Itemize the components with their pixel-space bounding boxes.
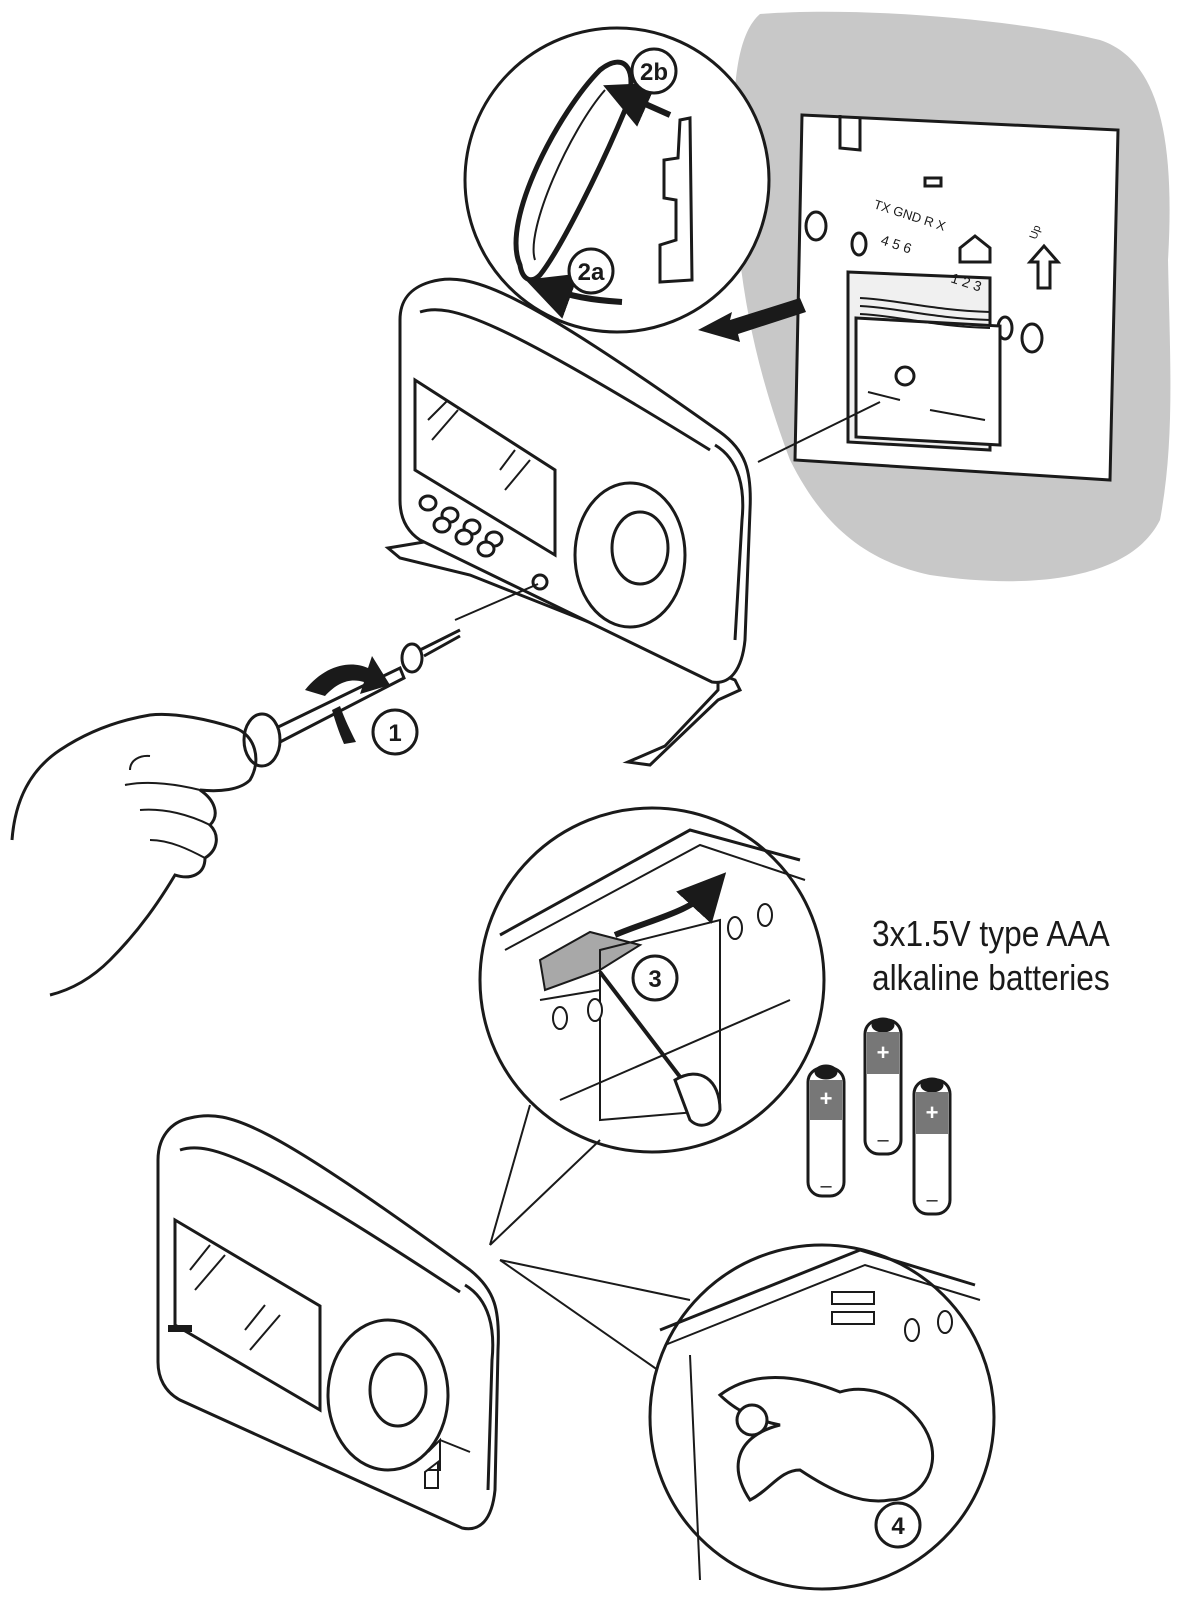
callout-wedge-3	[489, 1104, 601, 1246]
battery-caption: 3x1.5V type AAA alkaline batteries	[872, 912, 1136, 1000]
rotate-arrow-icon	[305, 656, 390, 744]
battery-bands	[810, 1032, 948, 1134]
svg-text:–: –	[877, 1129, 889, 1151]
step-3-label: 3	[648, 966, 661, 993]
direction-arrow-icon	[698, 298, 806, 342]
battery-caption-line1: 3x1.5V type AAA	[872, 913, 1110, 954]
screw-guide-line	[454, 583, 539, 621]
step-4-label: 4	[891, 1513, 905, 1540]
up-label: Up	[1028, 224, 1044, 241]
step-2b-label: 2b	[640, 59, 668, 86]
thermostat-on-stand	[384, 277, 752, 767]
battery-caption-line2: alkaline batteries	[872, 957, 1110, 998]
hand-icon	[10, 712, 258, 997]
svg-text:+: +	[926, 1100, 939, 1125]
inset-circle-4: 4	[648, 1243, 996, 1591]
callout-wedge-4	[499, 1259, 691, 1376]
connector-line	[757, 401, 881, 463]
screw-icon	[400, 628, 461, 674]
svg-text:+: +	[877, 1040, 890, 1065]
step-1-label: 1	[388, 720, 401, 747]
house-icon	[958, 234, 992, 264]
inset-circle-3: 3	[478, 806, 826, 1154]
inset-circle-2: 2b 2a	[463, 26, 771, 334]
svg-text:–: –	[926, 1189, 938, 1211]
svg-text:+: +	[820, 1086, 833, 1111]
svg-text:–: –	[820, 1175, 832, 1197]
battery-minus-labels: – – –	[820, 1129, 938, 1211]
hand-detail	[124, 754, 211, 859]
battery-polarity-labels: + + +	[820, 1040, 939, 1125]
thermostat-front	[156, 1114, 500, 1531]
up-arrow-icon	[1026, 243, 1062, 290]
wall-plate	[793, 113, 1120, 482]
step-2a-label: 2a	[578, 259, 605, 286]
